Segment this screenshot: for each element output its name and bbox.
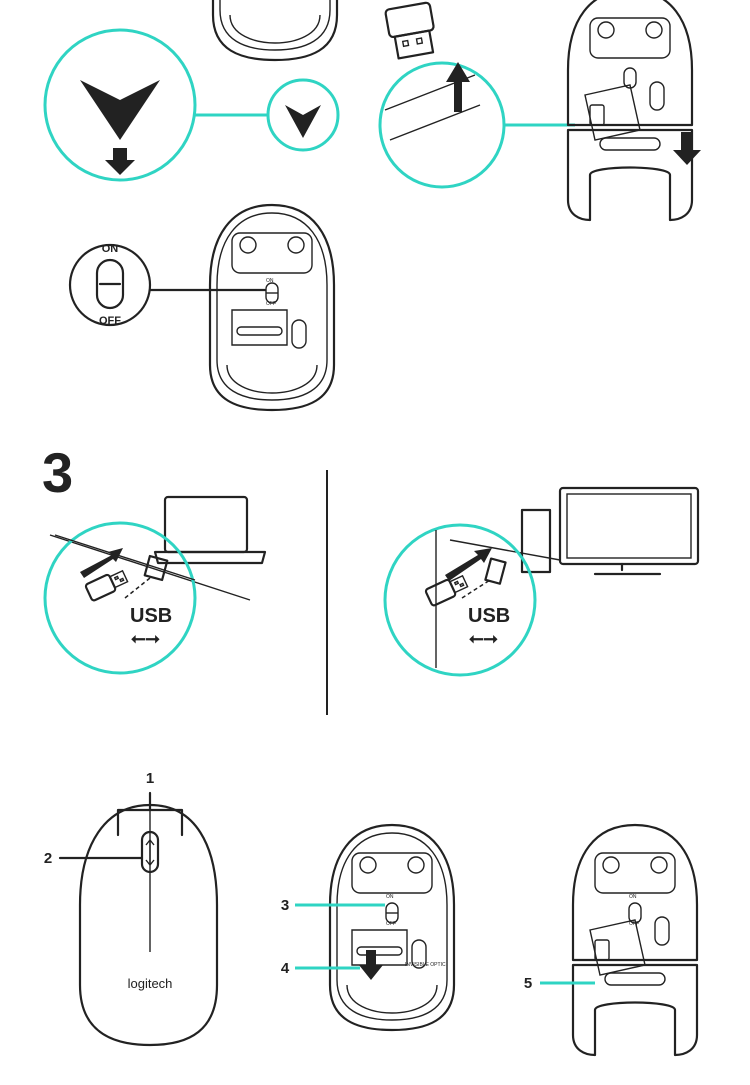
usb-receiver-icon [423,571,470,608]
usb-label: USB [468,605,510,627]
mouse-bottom [208,203,336,412]
zoom-circle [378,61,506,189]
mouse-off-label: OFF [629,921,639,927]
step3-laptop: USB ⭠⭢ [43,495,267,675]
usb-label: USB [130,605,172,627]
step-power-switch: ON OFF ON OFF [68,203,336,412]
sensor-label: INVISIBLE OPTIC [405,962,446,968]
callout-2: 2 [44,850,52,867]
zoom-circle [383,523,537,677]
mouse-off-label: OFF [386,921,396,927]
power-switch [95,258,125,310]
usb-symbol-icon: ⭠⭢ [469,628,498,648]
usb-receiver-icon [83,566,130,603]
mouse-on-label: ON [386,894,394,900]
usb-symbol-icon: ⭠⭢ [131,628,160,648]
step-open-cover [43,0,340,182]
desktop-tower-icon [520,508,552,574]
step-remove-receiver [378,0,701,222]
laptop-icon [163,495,249,554]
cover-tab-arrow-icon [285,105,321,138]
monitor-icon [558,486,700,566]
arrow-down-icon [673,132,701,165]
mouse-open-view: ON OFF 5 [524,823,699,1057]
zoom-circle [43,521,197,675]
arrow-up-icon [446,62,470,112]
usb-port-icon [143,554,169,582]
callout-1: 1 [146,770,154,787]
callout-5: 5 [524,975,532,992]
usb-port-icon [484,557,507,585]
mouse-bottom-partial [211,0,339,62]
arrow-insert-icon [80,548,123,578]
mouse-on-label: ON [629,894,637,900]
step3-desktop: USB ⭠⭢ [383,486,700,677]
zoom-circle [43,28,197,182]
switch-on-label: ON [102,243,119,255]
mouse-on-label: ON [266,278,274,284]
switch-off-label: OFF [99,315,121,327]
callout-4: 4 [281,960,290,977]
mouse-bottom-open [571,823,699,1057]
mouse-top-view: logitech 1 2 [44,770,219,1047]
step-number: 3 [42,441,73,504]
mouse-bottom-open [566,0,694,222]
mouse-bottom [328,823,456,1032]
usb-receiver-icon [384,1,435,60]
arrow-down-icon [359,950,383,980]
callout-3: 3 [281,897,289,914]
arrow-down-icon [105,148,135,175]
mouse-off-label: OFF [266,301,276,307]
arrow-insert-icon [445,548,492,581]
cover-tab-arrow-icon [80,80,160,140]
mouse-bottom-view: ON OFF INVISIBLE OPTIC 3 4 [281,823,456,1032]
scroll-wheel [140,830,160,874]
switch-zoom-circle [68,243,152,327]
logitech-logo: logitech [128,976,173,991]
